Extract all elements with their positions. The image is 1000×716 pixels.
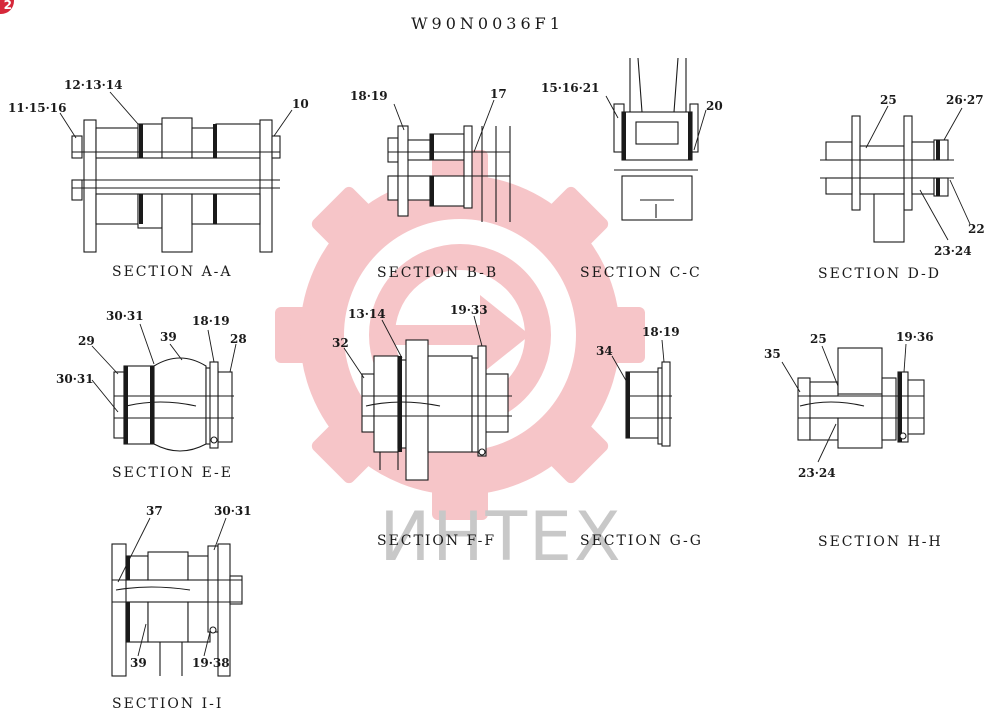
gear-icon — [275, 150, 645, 520]
callout-39-i: 39 — [130, 656, 147, 670]
callout-35: 35 — [764, 347, 781, 361]
section-f-title: SECTION F-F — [377, 533, 496, 549]
callout-23-24-h: 23·24 — [798, 466, 836, 480]
callout-19-38: 19·38 — [192, 656, 230, 670]
callout-12-13-14: 12·13·14 — [64, 78, 122, 92]
callout-28: 28 — [230, 332, 247, 346]
callout-25-d: 25 — [880, 93, 897, 107]
callout-23-24-d: 23·24 — [934, 244, 972, 258]
callout-10: 10 — [292, 97, 309, 111]
callout-30-31-e-top: 30·31 — [106, 309, 144, 323]
section-h-title: SECTION H-H — [818, 534, 943, 550]
callout-18-19-e: 18·19 — [192, 314, 230, 328]
callout-11-15-16: 11·15·16 — [8, 101, 66, 115]
callout-18-19-b: 18·19 — [350, 89, 388, 103]
watermark-text: ИНТЕХ — [379, 498, 623, 577]
section-i-drawing — [111, 517, 243, 677]
callout-19-33: 19·33 — [450, 303, 488, 317]
section-c-drawing — [605, 57, 707, 221]
callout-30-31-e-side: 30·31 — [56, 372, 94, 386]
section-a-title: SECTION A-A — [112, 264, 233, 280]
section-c-title: SECTION C-C — [580, 265, 702, 281]
section-e-drawing — [91, 323, 237, 452]
section-b-title: SECTION B-B — [377, 265, 498, 281]
callout-18-19-g: 18·19 — [642, 325, 680, 339]
callout-15-16-21: 15·16·21 — [541, 81, 599, 95]
section-e-title: SECTION E-E — [112, 465, 233, 481]
section-b-drawing — [387, 99, 511, 222]
section-f-drawing — [343, 315, 512, 481]
callout-25-h: 25 — [810, 332, 827, 346]
section-g-title: SECTION G-G — [580, 533, 703, 549]
callout-34: 34 — [596, 344, 613, 358]
callout-22: 22 — [968, 222, 985, 236]
callout-17: 17 — [490, 87, 507, 101]
callout-13-14-f: 13·14 — [348, 307, 386, 321]
section-i-title: SECTION I-I — [112, 696, 223, 712]
callout-32: 32 — [332, 336, 349, 350]
callout-39-e: 39 — [160, 330, 177, 344]
section-h-drawing — [781, 343, 925, 463]
page-badge: 2 — [0, 0, 14, 14]
section-a-drawing — [59, 91, 293, 253]
section-d-drawing — [820, 105, 971, 243]
section-d-title: SECTION D-D — [818, 266, 941, 282]
callout-26-27: 26·27 — [946, 93, 984, 107]
callout-30-31-i: 30·31 — [214, 504, 252, 518]
section-g-drawing — [611, 339, 672, 447]
document-code: W90N0036F1 — [411, 14, 564, 33]
callout-37: 37 — [146, 504, 163, 518]
callout-20: 20 — [706, 99, 723, 113]
callout-29: 29 — [78, 334, 95, 348]
callout-19-36: 19·36 — [896, 330, 934, 344]
